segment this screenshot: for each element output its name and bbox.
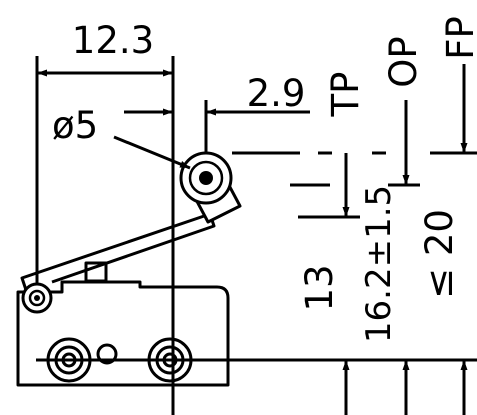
tp-position-label: TP [324,72,367,118]
roller-diameter-label: ø5 [52,104,98,147]
op-height-label: 16.2±1.5 [359,185,399,343]
roller [179,151,233,205]
lever-pivot [21,282,53,314]
lever-arm [20,212,216,291]
fp-position-label: FP [439,16,477,60]
width-dimension-label: 12.3 [72,19,154,62]
switch-body [16,261,230,387]
level-lines [232,151,477,219]
op-position-label: OP [382,36,425,87]
offset-dimension-label: 2.9 [247,72,306,115]
fp-height-label: ≤ 20 [418,209,461,299]
roller-diameter-leader [113,135,191,170]
terminal-small [96,343,118,365]
tp-height-label: 13 [298,264,341,311]
